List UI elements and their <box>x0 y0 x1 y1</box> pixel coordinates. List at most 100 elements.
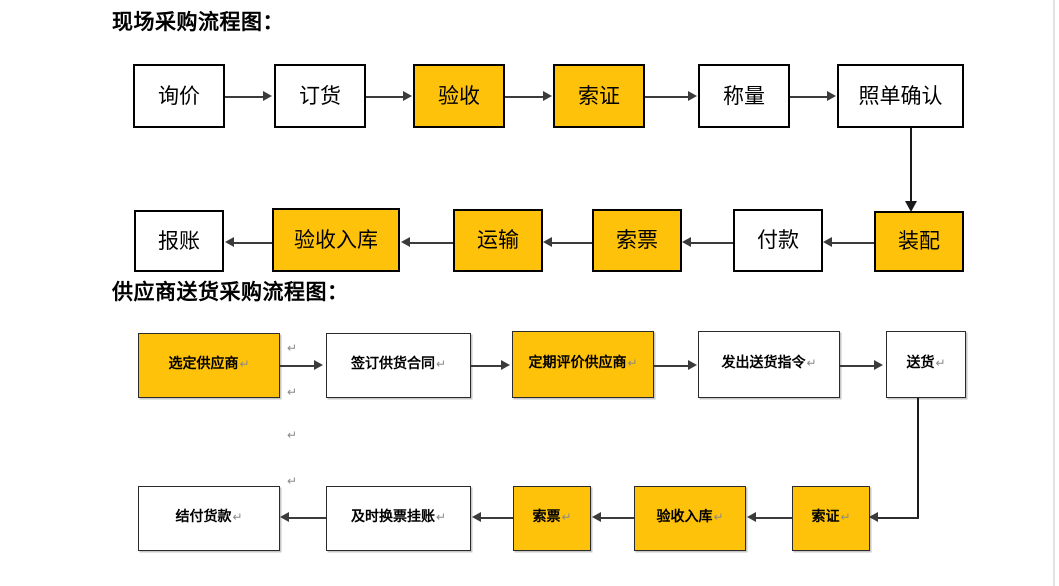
node-label: 报账 <box>158 228 200 253</box>
connector-line <box>366 96 404 98</box>
connector-line <box>481 517 513 519</box>
connector-line <box>471 365 503 367</box>
node-fachusonghuozhiling[interactable]: 发出送货指令↵ <box>698 331 840 398</box>
arrow-right-icon <box>688 91 697 101</box>
pilcrow-icon: ↵ <box>287 428 298 442</box>
connector-line <box>840 365 876 367</box>
node-label: 定期评价供应商 <box>528 356 627 372</box>
arrow-left-icon <box>682 237 691 247</box>
node-label: 索票 <box>532 510 561 526</box>
node-fukuan[interactable]: 付款 <box>733 209 823 272</box>
node-label: 结付货款 <box>175 510 232 526</box>
connector-line <box>410 242 453 244</box>
connector-line <box>225 96 265 98</box>
node-label: 索证 <box>578 83 620 108</box>
node-label: 验收 <box>438 83 480 108</box>
node-label: 验收入库 <box>294 227 378 252</box>
connector-line <box>289 517 326 519</box>
node-label: 送货 <box>906 356 935 372</box>
arrow-left-icon <box>747 512 756 522</box>
connector-line <box>645 96 689 98</box>
connector-line <box>756 517 792 519</box>
arrow-left-icon <box>592 512 601 522</box>
arrow-left-icon <box>869 512 878 522</box>
node-label: 及时换票挂账 <box>350 510 435 526</box>
pilcrow-icon: ↵ <box>806 356 817 371</box>
arrow-right-icon <box>874 360 883 370</box>
node-zhuangpei[interactable]: 装配 <box>874 211 964 272</box>
node-xuandinggongyingshang[interactable]: 选定供应商↵ <box>138 333 280 398</box>
pilcrow-icon: ↵ <box>561 510 572 525</box>
connector-line-vertical <box>917 398 919 517</box>
node-label: 验收入库 <box>656 510 713 526</box>
node-yanshourk[interactable]: 验收入库 <box>272 208 400 272</box>
node-label: 索票 <box>616 228 658 253</box>
arrow-right-icon <box>688 360 697 370</box>
diagram-2-title: 供应商送货采购流程图： <box>112 280 349 304</box>
node-jiefuhuokuan[interactable]: 结付货款↵ <box>138 486 280 551</box>
pilcrow-icon: ↵ <box>435 357 447 372</box>
node-label: 称量 <box>723 83 765 108</box>
connector-line-vertical <box>910 128 912 204</box>
pilcrow-icon: ↵ <box>287 341 298 355</box>
page-right-edge <box>1053 0 1055 586</box>
arrow-right-icon <box>827 91 836 101</box>
node-label: 装配 <box>898 229 940 254</box>
node-yanshourk-2[interactable]: 验收入库↵ <box>634 486 746 551</box>
arrow-left-icon <box>401 237 410 247</box>
node-suopiao[interactable]: 索票 <box>592 209 682 272</box>
connector-line <box>790 96 828 98</box>
node-label: 订货 <box>299 83 341 108</box>
pilcrow-icon: ↵ <box>627 356 638 371</box>
arrow-right-icon <box>263 91 272 101</box>
arrow-left-icon <box>472 512 481 522</box>
node-label: 签订供货合同 <box>350 357 435 373</box>
connector-line <box>505 96 544 98</box>
node-dingqipingjiagongyingshang[interactable]: 定期评价供应商↵ <box>512 331 654 398</box>
node-yanshou[interactable]: 验收 <box>413 64 505 128</box>
connector-line <box>234 242 272 244</box>
node-label: 照单确认 <box>858 83 943 108</box>
node-label: 发出送货指令 <box>721 356 806 372</box>
node-chengliang[interactable]: 称量 <box>698 64 790 128</box>
connector-line <box>654 365 690 367</box>
node-label: 询价 <box>158 83 200 108</box>
arrow-right-icon <box>314 360 323 370</box>
node-label: 选定供应商 <box>168 357 239 373</box>
connector-line <box>280 365 316 367</box>
arrow-left-icon <box>823 237 832 247</box>
pilcrow-icon: ↵ <box>435 510 447 525</box>
node-baozhang[interactable]: 报账 <box>134 210 224 272</box>
connector-line <box>601 517 634 519</box>
node-suozheng-2[interactable]: 索证↵ <box>792 486 870 551</box>
node-dinghuo[interactable]: 订货 <box>274 64 366 128</box>
node-label: 运输 <box>477 228 519 253</box>
node-suozheng[interactable]: 索证 <box>553 64 645 128</box>
arrow-left-icon <box>543 237 552 247</box>
connector-line <box>552 242 592 244</box>
arrow-down-icon <box>905 201 917 212</box>
arrow-left-icon <box>280 512 289 522</box>
pilcrow-icon: ↵ <box>840 510 851 525</box>
node-qiandinggonghuohetong[interactable]: 签订供货合同↵ <box>326 333 471 398</box>
connector-line <box>878 517 919 519</box>
pilcrow-icon: ↵ <box>287 385 298 399</box>
pilcrow-icon: ↵ <box>232 510 243 525</box>
node-label: 付款 <box>757 228 799 253</box>
node-jishihuanpiaoguazhang[interactable]: 及时换票挂账↵ <box>326 486 471 551</box>
node-xunjia[interactable]: 询价 <box>133 64 225 128</box>
arrow-right-icon <box>403 91 412 101</box>
node-suopiao-2[interactable]: 索票↵ <box>513 486 591 551</box>
node-zhaodanqueren[interactable]: 照单确认 <box>837 64 964 128</box>
pilcrow-icon: ↵ <box>713 510 724 525</box>
connector-line <box>691 242 733 244</box>
node-yunshu[interactable]: 运输 <box>453 209 543 272</box>
node-songhuo[interactable]: 送货↵ <box>886 331 966 398</box>
pilcrow-icon: ↵ <box>935 356 946 371</box>
pilcrow-icon: ↵ <box>239 357 250 372</box>
arrow-right-icon <box>501 360 510 370</box>
arrow-left-icon <box>225 237 234 247</box>
diagram-1-title: 现场采购流程图： <box>112 10 284 34</box>
arrow-right-icon <box>543 91 552 101</box>
